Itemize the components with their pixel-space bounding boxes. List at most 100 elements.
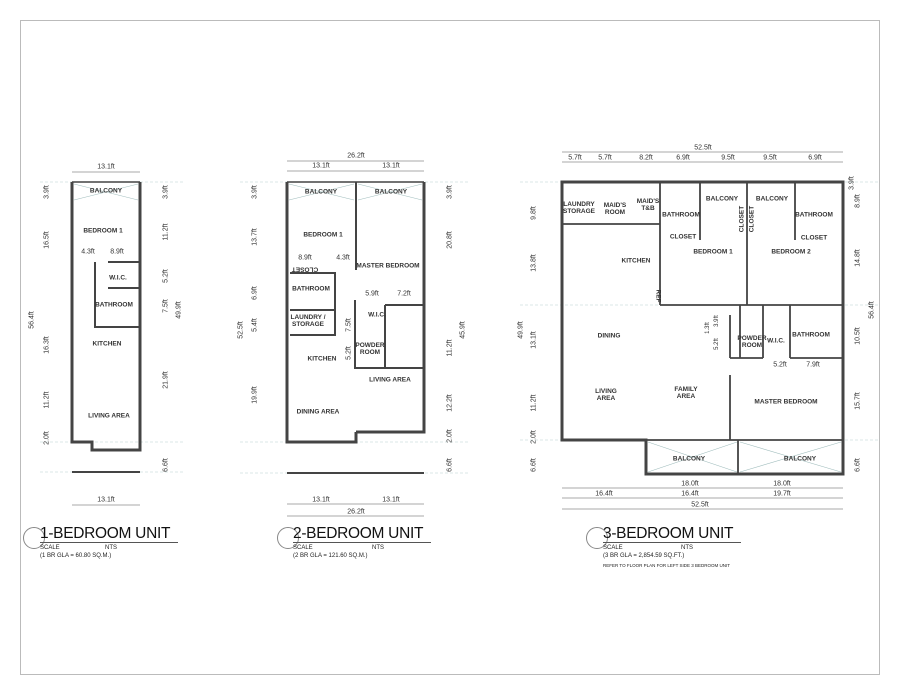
room-label: DINING — [597, 332, 621, 340]
dimension: 3.9ft — [848, 176, 856, 190]
dimension: 13.1ft — [97, 496, 115, 504]
dimension: 2.0ft — [43, 431, 51, 445]
plan-title: 2-BEDROOM UNIT — [293, 526, 432, 543]
dimension: 26.2ft — [347, 508, 365, 516]
room-label: LIVING AREA — [369, 376, 411, 384]
dimension: 13.7ft — [251, 228, 259, 246]
dimension: 56.4ft — [28, 311, 36, 329]
room-label: DINING AREA — [296, 408, 340, 416]
room-label: CLOSET — [291, 265, 319, 273]
dimension: 11.2ft — [43, 391, 51, 409]
room-label: BALCONY — [705, 195, 739, 203]
dimension: 6.6ft — [446, 458, 454, 472]
dimension: 12.2ft — [446, 394, 454, 412]
room-label: CLOSET — [669, 233, 697, 241]
dimension: 52.5ft — [691, 501, 709, 509]
dimension: 11.2ft — [446, 339, 454, 357]
dimension: 5.7ft — [568, 154, 582, 162]
dimension: 9.5ft — [721, 154, 735, 162]
dimension: 7.5ft — [162, 299, 170, 313]
dimension: 8.9ft — [110, 248, 124, 256]
dimension: 13.8ft — [530, 254, 538, 272]
dimension: 6.9ft — [808, 154, 822, 162]
room-label: LIVING AREA — [595, 388, 617, 402]
dimension: 6.6ft — [162, 458, 170, 472]
dimension: 6.9ft — [676, 154, 690, 162]
gla-text: (2 BR GLA = 121.60 SQ.M.) — [293, 553, 368, 559]
dimension: 19.7ft — [773, 490, 791, 498]
dimension: 52.5ft — [237, 321, 245, 339]
plan-title: 3-BEDROOM UNIT — [603, 526, 742, 543]
scale-label: SCALE — [40, 545, 60, 551]
room-label: BATHROOM — [792, 331, 830, 339]
dimension: 5.2ft — [345, 346, 353, 360]
room-label: W.I.C. — [767, 337, 785, 345]
dimension: 3.9ft — [714, 315, 720, 327]
dimension: 18.0ft — [773, 480, 791, 488]
room-label: KITCHEN — [92, 340, 122, 348]
room-label: POWDER ROOM — [737, 335, 767, 349]
dimension: 5.7ft — [598, 154, 612, 162]
scale-value: NTS — [372, 545, 384, 551]
room-label: W.I.C. — [109, 274, 127, 282]
dimension: 8.2ft — [639, 154, 653, 162]
dimension: 4.3ft — [336, 254, 350, 262]
dimension: 19.9ft — [251, 386, 259, 404]
room-label: LIVING AREA — [88, 412, 130, 420]
dimension: 1.3ft — [705, 322, 711, 334]
dimension: 56.4ft — [868, 301, 876, 319]
plan-title: 1-BEDROOM UNIT — [40, 526, 179, 543]
dimension: 3.9ft — [446, 185, 454, 199]
dimension: 13.1ft — [530, 331, 538, 349]
room-label: BATHROOM — [795, 211, 833, 219]
room-label: KITCHEN — [307, 355, 337, 363]
scale-label: SCALE — [293, 545, 313, 551]
dimension: 16.3ft — [43, 336, 51, 354]
room-label: BALCONY — [672, 455, 706, 463]
dimension: 18.0ft — [681, 480, 699, 488]
dimension: 13.1ft — [312, 162, 330, 170]
dimension: 7.5ft — [345, 318, 353, 332]
room-label: BATHROOM — [292, 285, 330, 293]
dimension: 10.5ft — [854, 327, 862, 345]
dimension: 7.9ft — [806, 361, 820, 369]
dimension: 3.9ft — [162, 185, 170, 199]
dimension: 49.9ft — [175, 301, 183, 319]
room-label: MASTER BEDROOM — [356, 262, 420, 270]
dimension: 14.8ft — [854, 249, 862, 267]
plan-note: REFER TO FLOOR PLAN FOR LEFT SIDE 3 BEDR… — [603, 563, 731, 568]
scale-label: SCALE — [603, 545, 623, 551]
dimension: 26.2ft — [347, 152, 365, 160]
dimension: 20.8ft — [446, 231, 454, 249]
dimension: 5.2ft — [714, 338, 720, 350]
room-label: BALCONY — [374, 188, 408, 196]
gla-text: (3 BR GLA = 2,854.59 SQ.FT.) — [603, 553, 685, 559]
room-label: BEDROOM 1 — [303, 231, 343, 239]
dimension: 11.2ft — [530, 394, 538, 412]
dimension: 13.1ft — [97, 163, 115, 171]
dimension: 8.9ft — [298, 254, 312, 262]
drawing-frame — [20, 20, 880, 675]
room-label: KITCHEN — [621, 257, 651, 265]
dimension: 15.7ft — [854, 392, 862, 410]
dimension: 2.0ft — [530, 430, 538, 444]
room-label: MAID'S ROOM — [603, 202, 627, 216]
dimension: 16.4ft — [681, 490, 699, 498]
room-label: BEDROOM 1 — [83, 227, 123, 235]
section-marker-icon — [277, 527, 299, 549]
dimension: 9.8ft — [530, 206, 538, 220]
room-label: BATHROOM — [662, 211, 700, 219]
room-label: BALCONY — [755, 195, 789, 203]
room-label: CLOSET — [748, 205, 756, 233]
dimension: 16.5ft — [43, 231, 51, 249]
dimension: 5.2ft — [162, 269, 170, 283]
dimension: 16.4ft — [595, 490, 613, 498]
dimension: 8.9ft — [854, 194, 862, 208]
room-label: FAMILY AREA — [674, 386, 698, 400]
balcony-hatching — [73, 183, 842, 473]
dimension: 45.9ft — [459, 321, 467, 339]
dimension: 52.5ft — [694, 144, 712, 152]
dimension-lines — [72, 151, 843, 517]
scale-value: NTS — [105, 545, 117, 551]
